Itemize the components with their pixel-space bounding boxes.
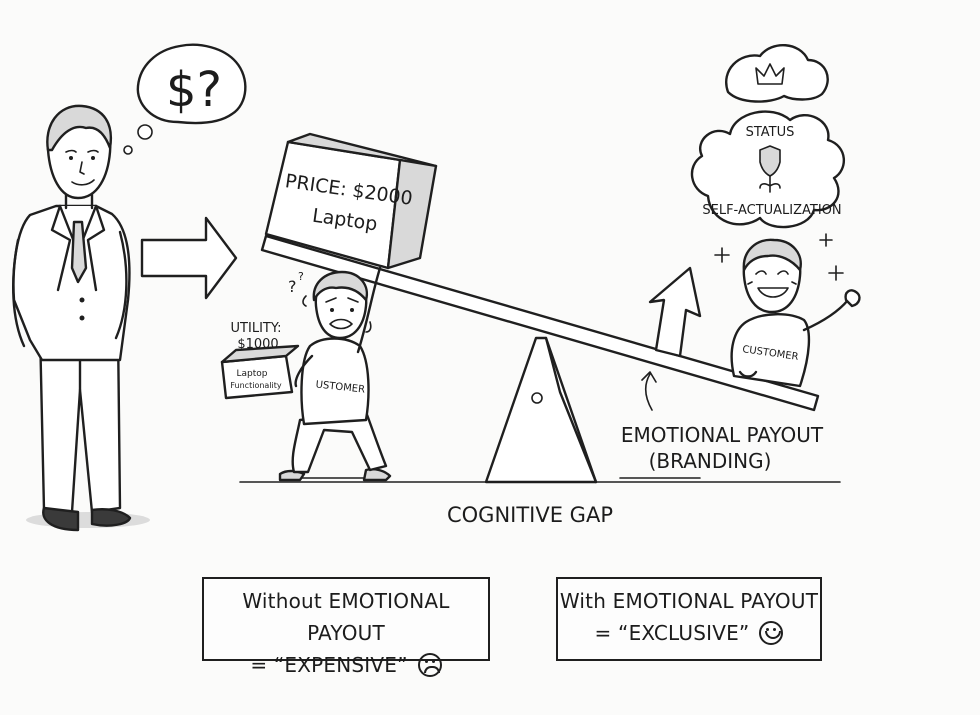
without-line1: Without EMOTIONAL PAYOUT	[242, 589, 450, 645]
right-arrow-icon	[140, 216, 238, 300]
price-box: PRICE: $2000 Laptop	[264, 132, 438, 270]
with-line2-wrap: = “EXCLUSIVE”	[558, 617, 820, 649]
branding-label: (BRANDING)	[649, 449, 772, 473]
sad-face-icon	[417, 652, 442, 677]
seesaw	[239, 234, 841, 484]
happy-customer: CUSTOMER	[730, 238, 861, 388]
question-marks-small: ?	[298, 270, 304, 283]
with-line1: With EMOTIONAL PAYOUT	[559, 589, 819, 613]
expensive-text: = “EXPENSIVE”	[250, 653, 408, 677]
sparkle-icon	[828, 265, 844, 281]
thought-text: $?	[166, 62, 222, 118]
cognitive-gap-label: COGNITIVE GAP	[447, 503, 613, 527]
sparkle-icon	[714, 247, 730, 263]
utility-box-line1: Laptop	[237, 369, 268, 379]
question-marks: ?	[288, 277, 297, 296]
happy-face-icon	[759, 620, 784, 645]
up-arrow-icon	[648, 266, 702, 358]
thought-bubble: $?	[123, 43, 247, 155]
struggling-customer: USTOMER ? ? Laptop Functionality UTILITY…	[220, 266, 392, 482]
small-up-arrow-icon	[641, 371, 657, 411]
exclusive-text: = “EXCLUSIVE”	[594, 621, 750, 645]
utility-box-line2: Functionality	[230, 381, 282, 390]
without-line2-wrap: = “EXPENSIVE”	[204, 649, 488, 681]
flower-icon	[759, 175, 781, 193]
businessman-figure	[12, 104, 150, 532]
needs-cloud: STATUS SELF-ACTUALIZATION	[690, 43, 845, 281]
shirt-label-left: USTOMER	[315, 379, 365, 395]
status-label: STATUS	[746, 125, 795, 140]
without-emotional-payout-box: Without EMOTIONAL PAYOUT = “EXPENSIVE”	[202, 577, 490, 677]
with-emotional-payout-box: With EMOTIONAL PAYOUT = “EXCLUSIVE”	[556, 577, 822, 661]
sparkle-icon	[819, 233, 833, 247]
utility-value: $1000	[237, 337, 278, 352]
self-actualization-label: SELF-ACTUALIZATION	[702, 203, 841, 218]
utility-label: UTILITY:	[231, 321, 282, 336]
emotional-payout-label: EMOTIONAL PAYOUT	[621, 423, 824, 447]
